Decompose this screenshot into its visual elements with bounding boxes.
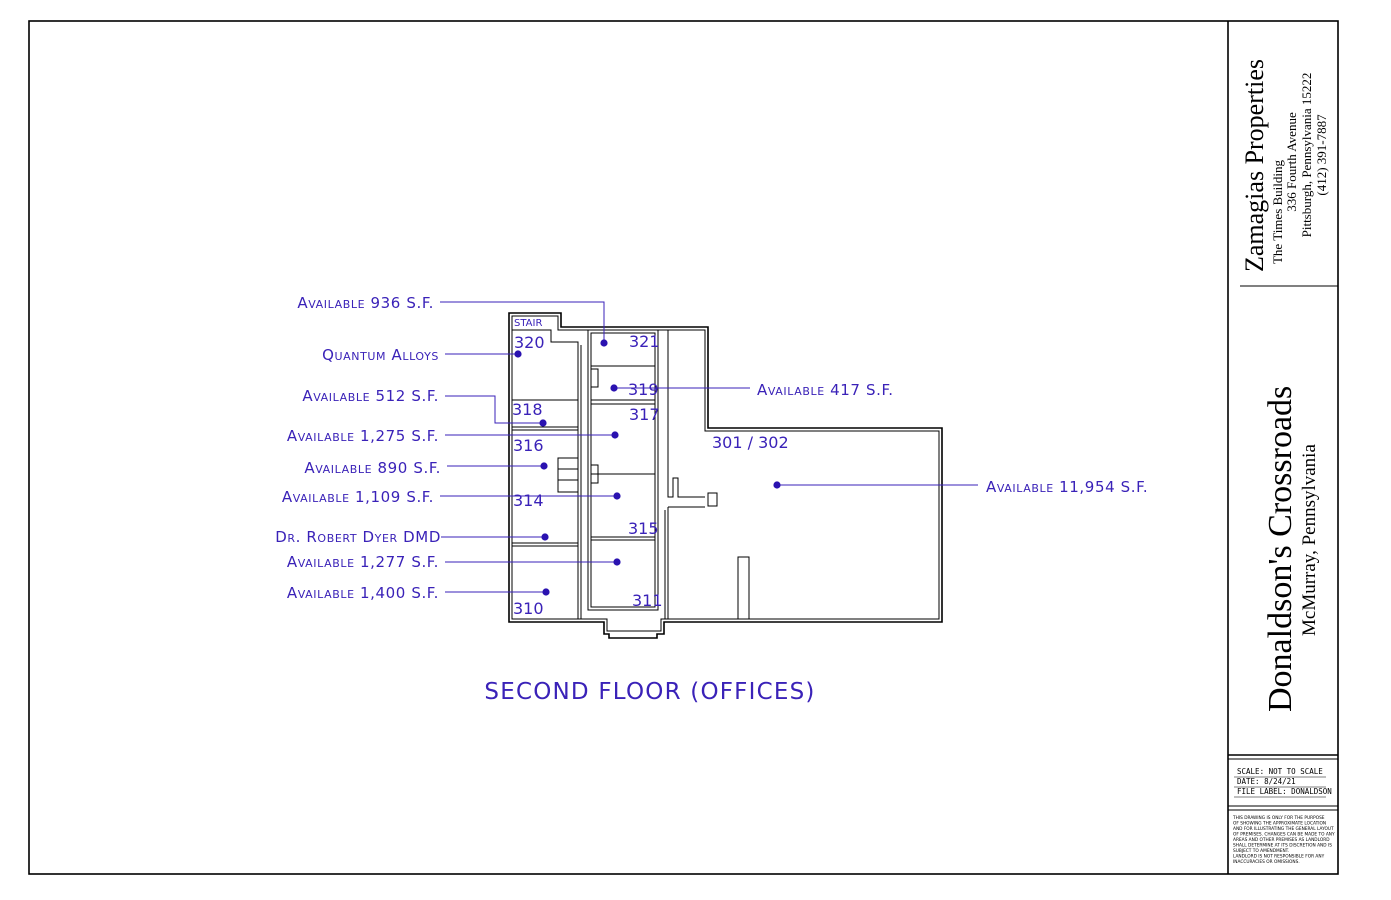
- disclaimer-line: INACCURACIES OR OMISSIONS.: [1233, 859, 1300, 865]
- callouts: Available 936 S.F. Quantum Alloys Availa…: [275, 294, 1148, 602]
- leader-936: [440, 301, 605, 343]
- disclaimer-line: THIS DRAWING IS ONLY FOR THE PURPOSE: [1232, 815, 1325, 821]
- unit-316: 316: [513, 436, 544, 455]
- column-301: [737, 556, 750, 620]
- disclaimer-line: LANDLORD IS NOT RESPONSIBLE FOR ANY: [1233, 854, 1325, 860]
- disclaimer: THIS DRAWING IS ONLY FOR THE PURPOSE OF …: [1232, 815, 1335, 865]
- callout-512: Available 512 S.F.: [302, 387, 439, 405]
- stair-block-316: [557, 457, 579, 493]
- unit-315: 315: [628, 519, 659, 538]
- floor-plan: [508, 312, 943, 639]
- marker-dot: [539, 419, 547, 427]
- disclaimer-line: OF PREMISES. CHANGES CAN BE MADE TO ANY: [1233, 832, 1335, 838]
- disclaimer-line: AND FOR ILLUSTRATING THE GENERAL LAYOUT: [1233, 826, 1334, 832]
- property-location-group: McMurray, Pennsylvania: [1299, 444, 1320, 636]
- outer-wall-left-block: [508, 312, 943, 639]
- callout-dyer: Dr. Robert Dyer DMD: [275, 528, 441, 546]
- address-line-3-group: Pittsburgh, Pennsylvania 15222: [1299, 73, 1314, 238]
- room-block-center-inner: [590, 332, 656, 608]
- unit-labels: STAIR 320 321 319 318 317 316 314 315 31…: [512, 318, 789, 618]
- leader-512: [445, 395, 543, 424]
- company-block: Zamagias Properties: [1240, 59, 1269, 272]
- marker-dot: [773, 481, 781, 489]
- callout-1400: Available 1,400 S.F.: [287, 584, 439, 602]
- unit-318: 318: [512, 400, 543, 419]
- door-jamb: [707, 492, 718, 507]
- property-location: McMurray, Pennsylvania: [1299, 444, 1320, 636]
- address-line-4-group: (412) 391-7887: [1314, 114, 1329, 196]
- address-line-2-group: 336 Fourth Avenue: [1284, 112, 1299, 212]
- date-text: DATE: 8/24/21: [1237, 777, 1296, 786]
- inner-wall-offset: [511, 315, 940, 632]
- callout-936: Available 936 S.F.: [297, 294, 434, 312]
- floor-title: SECOND FLOOR (OFFICES): [484, 679, 815, 705]
- closet-319: [590, 368, 599, 388]
- marker-dot: [610, 384, 618, 392]
- marker-dot: [540, 462, 548, 470]
- marker-dot: [542, 588, 550, 596]
- callout-417: Available 417 S.F.: [757, 381, 894, 399]
- callout-1109: Available 1,109 S.F.: [282, 488, 434, 506]
- disclaimer-line: SHALL DETERMINE AT ITS DISCRETION AND IS: [1233, 843, 1332, 849]
- address-line-3: Pittsburgh, Pennsylvania 15222: [1299, 73, 1314, 238]
- callout-quantum-alloys: Quantum Alloys: [322, 346, 439, 364]
- scale-text: SCALE: NOT TO SCALE: [1237, 767, 1323, 776]
- unit-310: 310: [513, 599, 544, 618]
- unit-319: 319: [628, 380, 659, 399]
- callout-1277: Available 1,277 S.F.: [287, 553, 439, 571]
- stair-enclosure: [512, 329, 579, 619]
- unit-320: 320: [514, 333, 545, 352]
- unit-317: 317: [629, 405, 660, 424]
- callout-890: Available 890 S.F.: [304, 459, 441, 477]
- marker-dot: [514, 350, 522, 358]
- marker-dot: [613, 558, 621, 566]
- marker-dot: [600, 339, 608, 347]
- callout-11954: Available 11,954 S.F.: [986, 478, 1148, 496]
- corridor-wall-right: [667, 330, 705, 498]
- marker-dot: [541, 533, 549, 541]
- address-line-1: The Times Building: [1270, 159, 1285, 264]
- address-line-4: (412) 391-7887: [1314, 114, 1329, 196]
- marker-dot: [611, 431, 619, 439]
- address-line-2: 336 Fourth Avenue: [1284, 112, 1299, 212]
- unit-311: 311: [632, 591, 663, 610]
- property-name-group: Donaldson's Crossroads: [1262, 386, 1299, 712]
- room-block-center: [587, 329, 659, 611]
- file-label-text: FILE LABEL: DONALDSON: [1237, 787, 1332, 796]
- marker-dot: [613, 492, 621, 500]
- company-name: Zamagias Properties: [1240, 59, 1269, 272]
- callout-1275: Available 1,275 S.F.: [287, 427, 439, 445]
- stair-label: STAIR: [514, 318, 542, 329]
- closet-317: [590, 464, 599, 484]
- disclaimer-line: SUBJECT TO AMENDMENT.: [1233, 848, 1289, 854]
- sheet-border: [28, 20, 1339, 875]
- company-address: The Times Building: [1270, 159, 1285, 264]
- disclaimer-line: AREAS AND OTHER PREMISES AS LANDLORD: [1233, 837, 1330, 843]
- unit-321: 321: [629, 332, 660, 351]
- disclaimer-line: OF SHOWING THE APPROXIMATE LOCATION: [1233, 821, 1326, 827]
- unit-314: 314: [513, 491, 544, 510]
- unit-301-302: 301 / 302: [712, 433, 789, 452]
- property-name: Donaldson's Crossroads: [1262, 386, 1299, 712]
